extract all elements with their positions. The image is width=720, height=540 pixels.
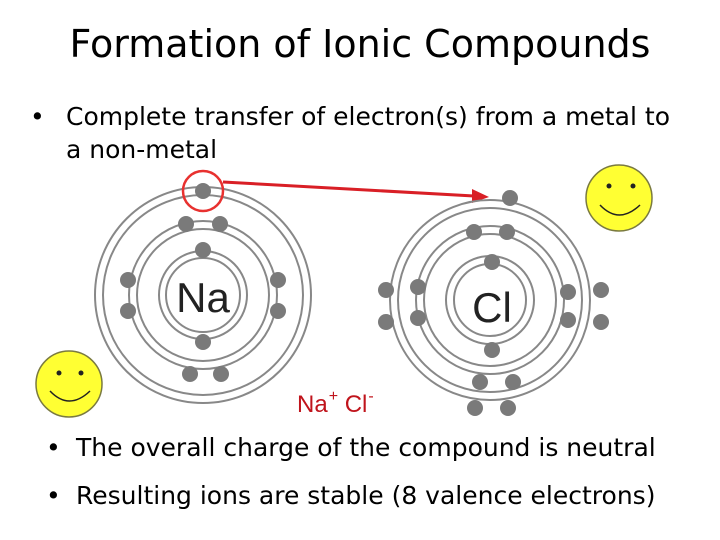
electron [500,400,516,416]
electron [499,224,515,240]
electron [593,314,609,330]
smiley-eye [606,183,612,189]
bullet-marker: • [30,102,45,131]
electron [472,374,488,390]
electron [410,310,426,326]
smiley-face-right [585,164,653,232]
bullet-transfer: • Complete transfer of electron(s) from … [30,100,690,166]
electron [467,400,483,416]
cl-middle-shell [415,225,565,375]
smiley-eye [630,183,636,189]
electron [484,342,500,358]
electron [410,279,426,295]
cl-middle-shell-inner-edge [423,233,557,367]
bullet-stable: • Resulting ions are stable (8 valence e… [46,479,655,512]
cl-atom: Cl [378,190,609,416]
electron [505,374,521,390]
na-ion: Na [297,391,328,418]
bullet-text: Resulting ions are stable (8 valence ele… [76,481,656,510]
electron [560,312,576,328]
cl-ion: Cl [344,391,368,418]
electron [270,303,286,319]
smiley-eye [56,370,62,376]
electron [178,216,194,232]
electron [466,224,482,240]
bullet-marker: • [46,433,61,462]
bullet-text: The overall charge of the compound is ne… [76,433,656,462]
cl-outer-shell [389,199,591,401]
na-charge: + [328,388,339,405]
na-middle-shell [128,220,278,370]
electron [120,272,136,288]
electron [120,303,136,319]
smiley-eye [78,370,84,376]
electron [195,334,211,350]
smiley-mouth [599,204,641,216]
electron [182,366,198,382]
electron [560,284,576,300]
bullet-marker: • [46,481,61,510]
electron [378,282,394,298]
smiley-face-left [35,350,103,418]
transferred-electron-highlight [181,169,225,213]
transfer-arrow [222,180,489,203]
smiley-icon [585,164,653,232]
smiley-icon [35,350,103,418]
na-middle-shell-inner-edge [136,228,270,362]
arrow-head [472,189,489,203]
electron [593,282,609,298]
electron [213,366,229,382]
transferred-electron [195,183,211,199]
electron [212,216,228,232]
na-atom: Na [94,169,312,404]
bullet-text: Complete transfer of electron(s) from a … [66,102,670,164]
cl-charge: - [368,388,374,405]
page-title: Formation of Ionic Compounds [69,22,651,66]
electron [270,272,286,288]
electron [195,242,211,258]
electron [378,314,394,330]
cl-outer-shell-inner-edge [397,207,583,393]
na-symbol: Na [176,274,230,321]
na-electrons [120,183,286,382]
ion-label: Na+ Cl- [297,388,374,419]
cl-symbol: Cl [472,284,512,331]
electron [484,254,500,270]
arrow-line [222,180,475,198]
bullet-neutral: • The overall charge of the compound is … [46,431,656,464]
electron [502,190,518,206]
smiley-mouth [49,390,91,402]
cl-electrons [378,190,609,416]
